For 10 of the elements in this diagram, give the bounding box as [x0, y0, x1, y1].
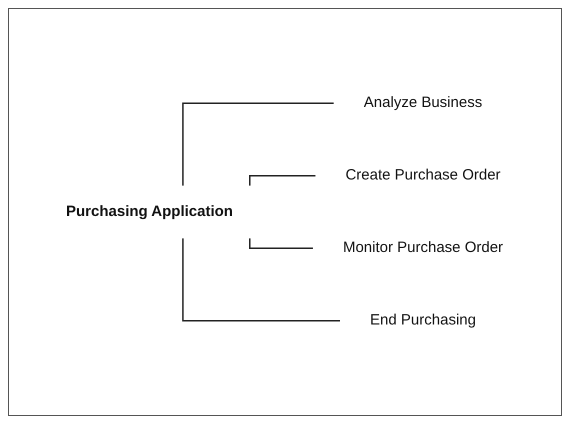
connector [249, 238, 314, 249]
node-text: Purchasing Application [66, 202, 234, 220]
node-text: Create Purchase Order [346, 166, 502, 184]
connector [182, 238, 341, 322]
diagram-frame: Purchasing Application Analyze Business Create Purchase Order Monitor Purchase Order End Purchasing [8, 8, 562, 416]
connector [249, 175, 316, 186]
node-text: Monitor Purchase Order [343, 239, 504, 256]
connector [182, 102, 334, 186]
node-text: Analyze Business [364, 94, 483, 111]
node-text: End Purchasing [370, 312, 476, 328]
